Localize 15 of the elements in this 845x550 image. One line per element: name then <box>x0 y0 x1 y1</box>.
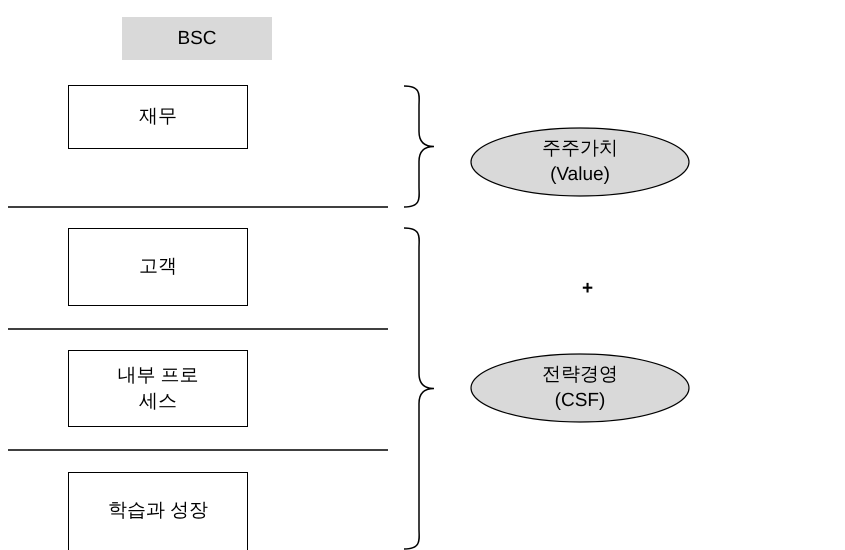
category-box <box>68 228 248 306</box>
ellipse-label: 주주가치 (Value) <box>541 137 619 187</box>
box-label: BSC <box>177 26 217 51</box>
plus-sign: + <box>582 278 594 300</box>
title-box <box>122 17 272 60</box>
category-box <box>68 472 248 550</box>
category-box <box>68 85 248 149</box>
box-label: 재무 <box>139 105 177 130</box>
box-label: 고객 <box>139 255 177 280</box>
category-box <box>68 350 248 427</box>
ellipse-label: 전략경영 (CSF) <box>541 363 619 413</box>
box-label: 학습과 성장 <box>108 498 208 523</box>
goal-ellipse <box>470 353 690 423</box>
goal-ellipse <box>470 127 690 197</box>
box-label: 내부 프로세스 <box>116 364 200 414</box>
